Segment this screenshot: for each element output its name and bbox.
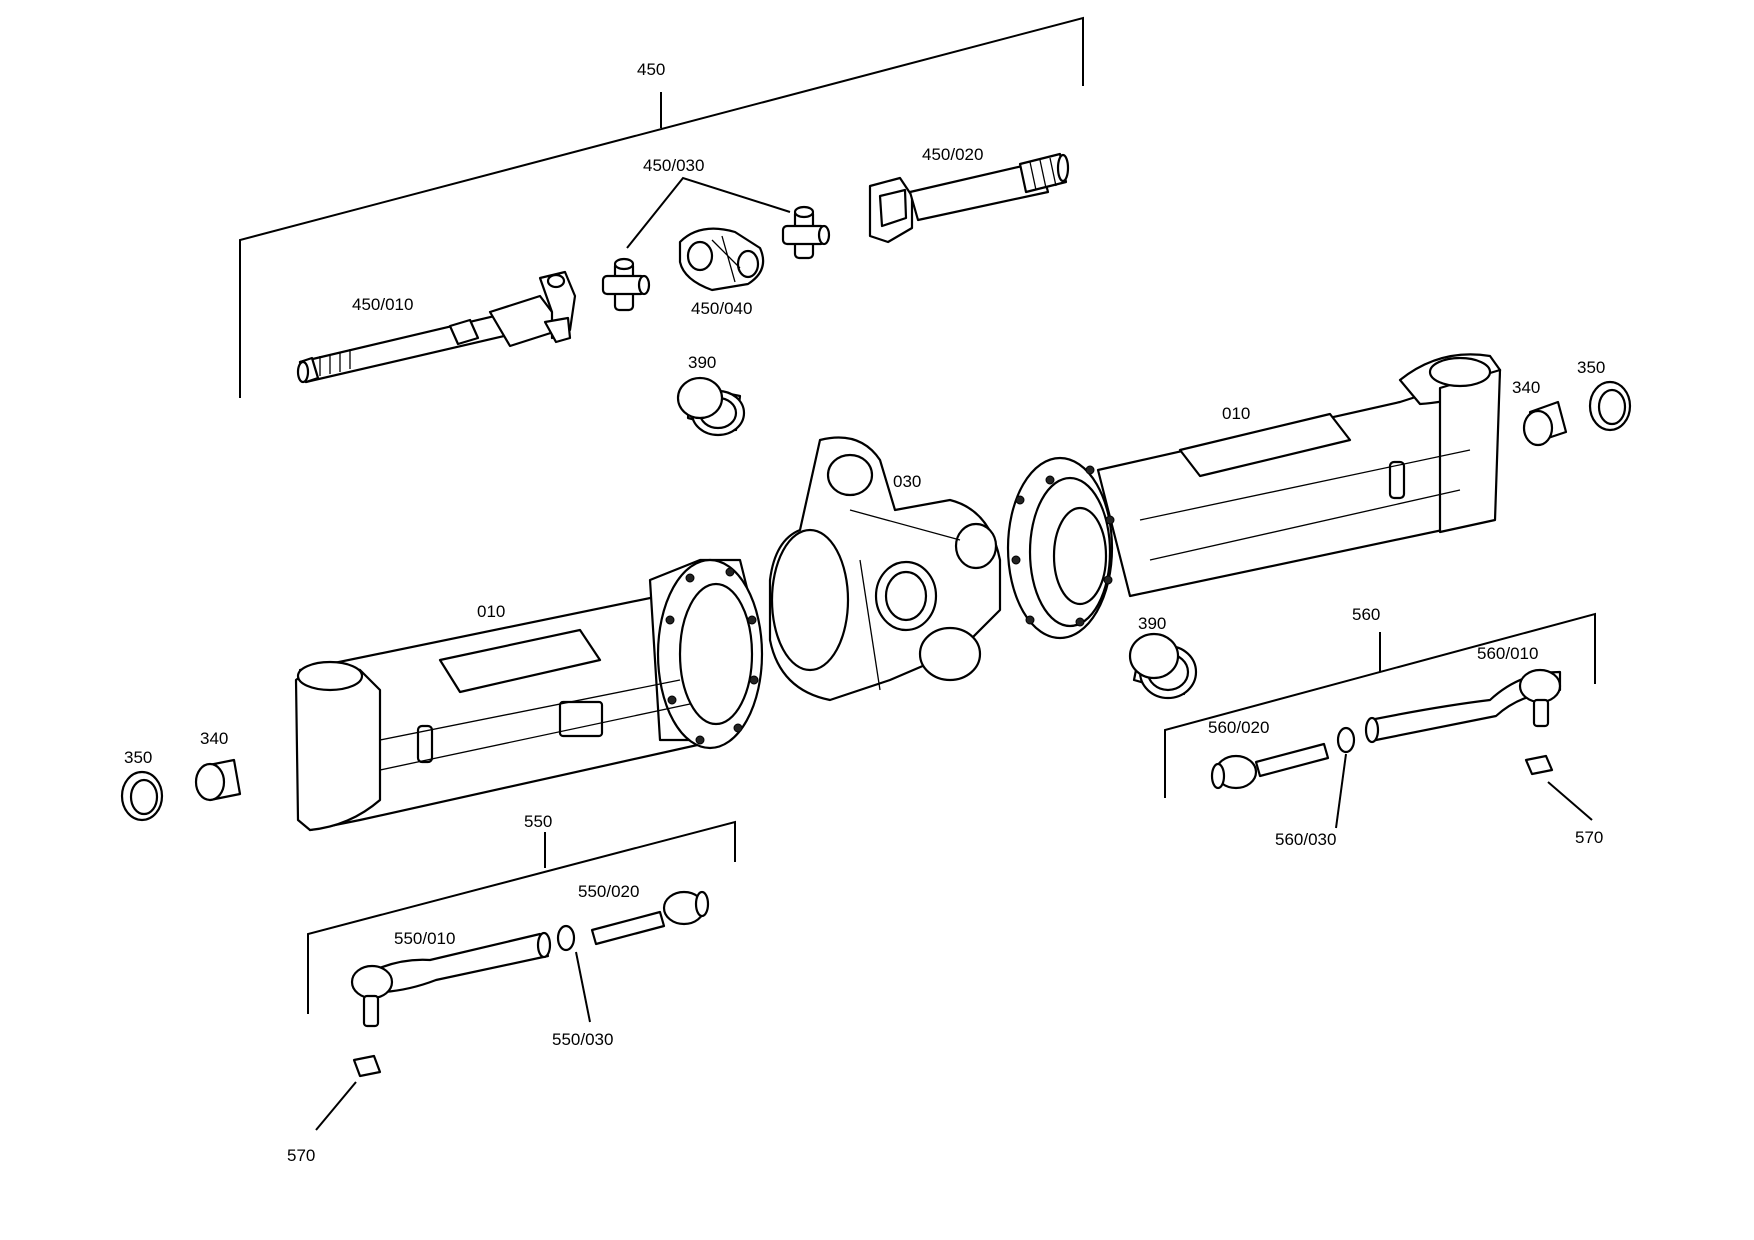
label-350-left: 350 (124, 748, 152, 767)
bushing-390-top (676, 376, 746, 437)
nut-570-left (315, 1054, 382, 1131)
cross-spider-left (601, 257, 651, 312)
label-550-030: 550/030 (552, 1030, 613, 1049)
label-450-040: 450/040 (691, 299, 752, 318)
label-340-left: 340 (200, 729, 228, 748)
inner-tie-rod-550-020 (590, 890, 710, 946)
bracket-450 (239, 16, 1084, 398)
label-560-030: 560/030 (1275, 830, 1336, 849)
label-010-right: 010 (1222, 404, 1250, 423)
nut-570-right (1524, 754, 1593, 821)
label-560: 560 (1352, 605, 1380, 624)
bushing-340-left (194, 758, 242, 802)
label-450-030: 450/030 (643, 156, 704, 175)
tie-rod-560-010 (1364, 668, 1562, 744)
shaft-450-020 (868, 152, 1070, 244)
center-yoke-450-040 (678, 227, 765, 292)
label-010-left: 010 (477, 602, 505, 621)
cross-spider-right (781, 205, 831, 260)
label-450-010: 450/010 (352, 295, 413, 314)
washer-550-030 (556, 924, 591, 1023)
center-housing-030 (768, 436, 1002, 702)
washer-560-030 (1335, 726, 1356, 829)
label-570-left: 570 (287, 1146, 315, 1165)
label-450-020: 450/020 (922, 145, 983, 164)
label-390-top: 390 (688, 353, 716, 372)
bushing-390-mid (1128, 632, 1198, 700)
label-550-010: 550/010 (394, 929, 455, 948)
label-550: 550 (524, 812, 552, 831)
axle-housing-right-010 (1006, 353, 1502, 640)
label-340-right: 340 (1512, 378, 1540, 397)
bushing-340-right (1522, 400, 1568, 447)
tie-rod-550-010 (350, 931, 552, 1028)
label-570-right: 570 (1575, 828, 1603, 847)
label-030: 030 (893, 472, 921, 491)
bracket-560 (1164, 612, 1596, 798)
shaft-450-010 (296, 270, 577, 384)
label-560-010: 560/010 (1477, 644, 1538, 663)
leader-450-030 (626, 176, 791, 249)
inner-tie-rod-560-020 (1210, 742, 1330, 790)
label-560-020: 560/020 (1208, 718, 1269, 737)
axle-housing-left-010 (294, 558, 764, 832)
seal-350-left (120, 770, 164, 822)
label-390-mid: 390 (1138, 614, 1166, 633)
label-550-020: 550/020 (578, 882, 639, 901)
label-450: 450 (637, 60, 665, 79)
label-350-right: 350 (1577, 358, 1605, 377)
seal-350-right (1588, 380, 1632, 432)
bracket-550 (307, 820, 736, 1014)
